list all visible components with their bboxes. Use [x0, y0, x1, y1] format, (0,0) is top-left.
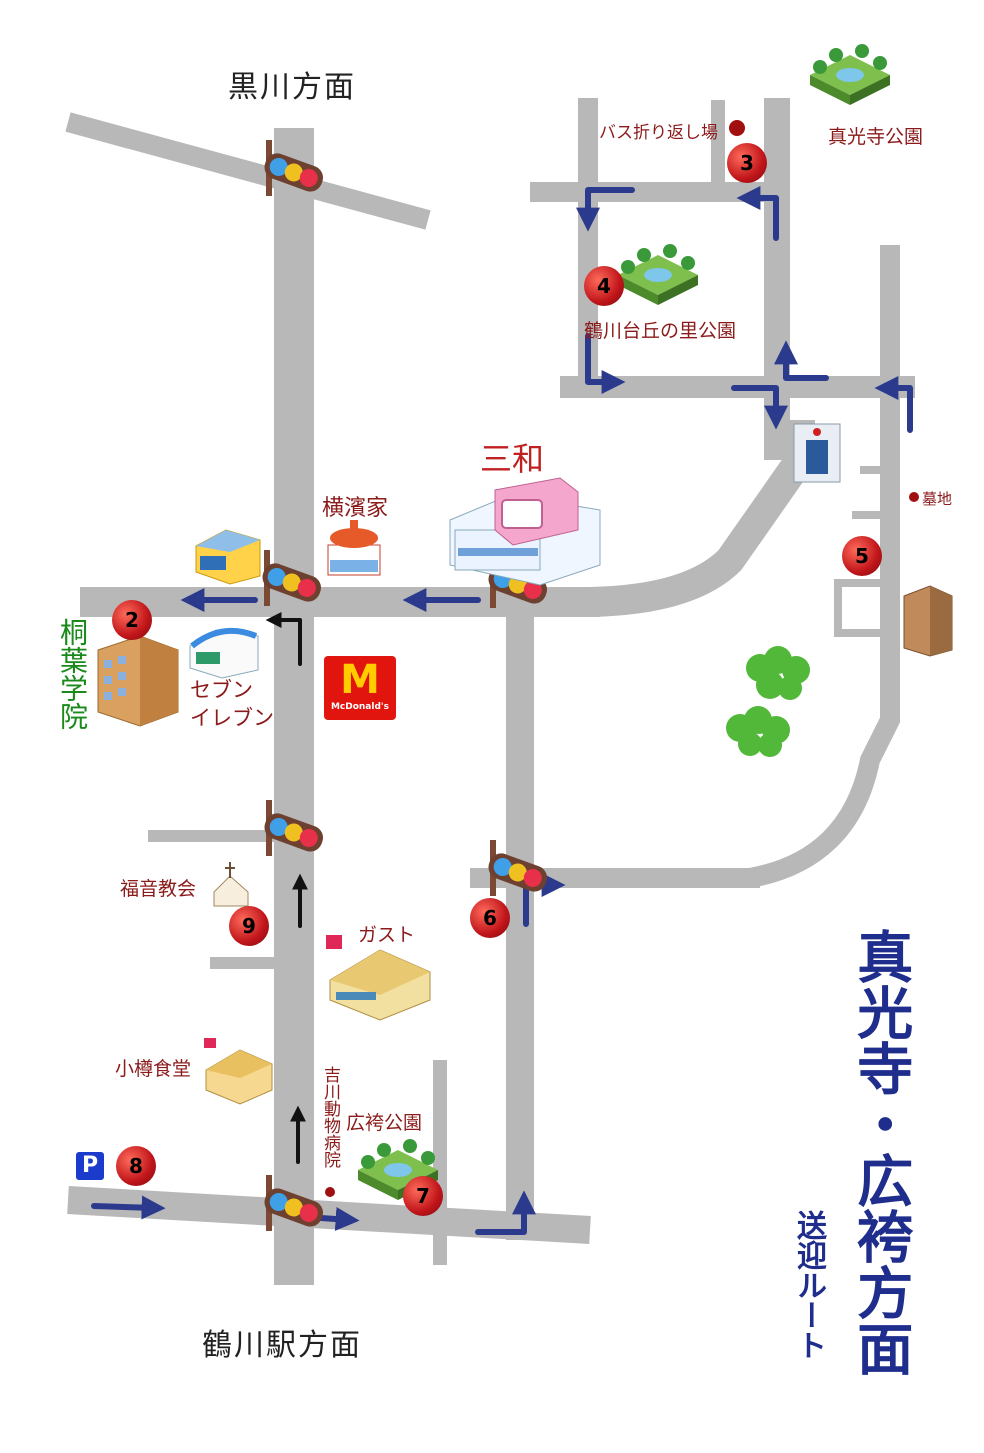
hirohakama-park-label: 広袴公園 [346, 1112, 423, 1134]
buildings [97, 120, 953, 1197]
touyou-gakuin-label: 桐葉学院 [56, 618, 89, 730]
gusto-label: ガスト [358, 924, 416, 946]
church-building [213, 862, 249, 907]
kotaru-building [204, 1038, 273, 1105]
police-box [793, 423, 841, 483]
yoshikawa-hospital-label: 吉川動物病院 [320, 1066, 340, 1168]
road-curve-east [589, 420, 815, 617]
direction-arrows [265, 612, 308, 1164]
fukuin-church-label: 福音教会 [120, 878, 197, 900]
apartment-building [903, 585, 953, 657]
mcdonalds-logo: M McDonald's [324, 656, 396, 720]
road-diag-south-east [748, 245, 900, 888]
stop-marker-8: 8 [116, 1146, 156, 1186]
south-direction-label: 鶴川駅方面 [202, 1328, 362, 1363]
shinkoji-park-label: 真光寺公園 [828, 126, 924, 148]
yokohamaya-building [327, 520, 381, 576]
trees [726, 646, 810, 757]
hospital-dot [325, 1187, 335, 1197]
cemetery-dot [909, 492, 919, 502]
north-direction-label: 黒川方面 [228, 70, 356, 105]
stop-marker-6: 6 [470, 898, 510, 938]
stop-marker-9: 9 [229, 906, 269, 946]
gusto-building [326, 935, 431, 1021]
seven-eleven-building [189, 627, 259, 679]
road-northwest-diag [65, 112, 431, 230]
kotaru-shokudo-label: 小樽食堂 [115, 1058, 192, 1080]
sanwa-building [449, 477, 601, 586]
stop-marker-4: 4 [584, 266, 624, 306]
park-icons [358, 44, 890, 1200]
stop-marker-5: 5 [842, 536, 882, 576]
cemetery-label: 墓地 [922, 490, 953, 508]
map-title: 真光寺・広袴方面 [847, 928, 913, 1376]
bus-turnaround-label: バス折り返し場 [599, 123, 718, 143]
cemetery-block [834, 579, 888, 637]
map-subtitle: 送迎ルート [791, 1210, 826, 1360]
bus-turnaround-dot [729, 120, 745, 136]
mcdonalds-m: M [340, 657, 380, 703]
yokohamaya-label: 横濱家 [322, 496, 389, 521]
sanwa-label: 三和 [480, 440, 545, 478]
traffic-lights [259, 140, 551, 1231]
gakuin-building [97, 635, 179, 727]
parking-sign: P [76, 1152, 104, 1180]
stop-marker-2: 2 [112, 600, 152, 640]
seven-eleven-label: セブン イレブン [190, 678, 274, 730]
stop-marker-7: 7 [403, 1176, 443, 1216]
store-building-nw [195, 529, 261, 585]
stop-marker-3: 3 [727, 143, 767, 183]
mcdonalds-text: McDonald's [330, 702, 390, 712]
tsurukawa-park-label: 鶴川台丘の里公園 [584, 320, 737, 342]
